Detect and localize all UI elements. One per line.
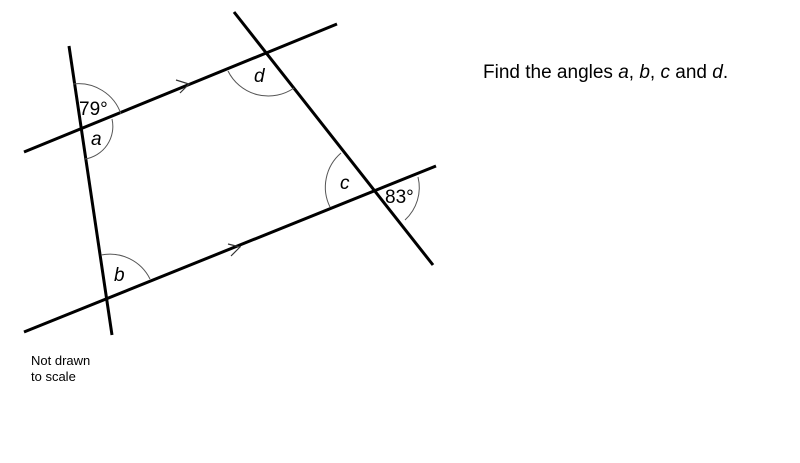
- angle-a-label: a: [91, 129, 102, 150]
- scale-note: Not drawn to scale: [31, 353, 90, 385]
- question-text: Find the angles a, b, c and d.: [483, 62, 728, 84]
- question-prefix: Find the angles: [483, 62, 619, 83]
- scale-note-line-1: Not drawn: [31, 353, 91, 368]
- question-var-d: d: [712, 62, 723, 83]
- question-sep-1: ,: [628, 62, 640, 83]
- scale-note-line-2: to scale: [31, 369, 76, 384]
- lower-parallel-line: [23, 164, 437, 334]
- parallel-arrow-upper: [175, 79, 191, 94]
- angle-83-arc: [404, 176, 420, 221]
- angle-79-label: 79°: [79, 99, 108, 120]
- upper-parallel-line: [23, 22, 338, 154]
- left-transversal-line: [67, 45, 114, 336]
- angle-b-label: b: [114, 265, 125, 286]
- parallel-arrow-lower: [227, 243, 242, 257]
- angle-d-label: d: [254, 66, 266, 87]
- question-sep-2: ,: [649, 62, 661, 83]
- question-var-b: b: [639, 62, 650, 83]
- angle-b-arc: [100, 253, 151, 280]
- angle-79-arc: [72, 83, 122, 115]
- right-transversal-line: [232, 11, 435, 266]
- angle-c-arc: [324, 152, 342, 208]
- question-suffix: .: [722, 62, 729, 83]
- angle-c-label: c: [340, 173, 350, 194]
- angle-d-arc: [227, 70, 295, 97]
- angle-a-arc: [84, 118, 114, 160]
- question-sep-3: and: [669, 62, 713, 83]
- question-var-a: a: [618, 62, 629, 83]
- angle-83-label: 83°: [385, 187, 414, 208]
- question-var-c: c: [660, 62, 670, 83]
